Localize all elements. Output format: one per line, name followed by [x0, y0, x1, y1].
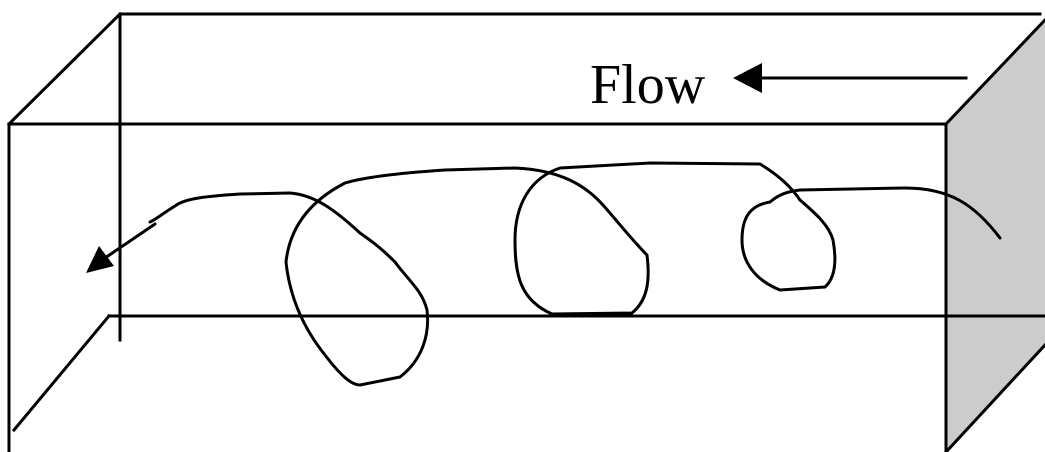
- channel-back-face: [107, 12, 1045, 342]
- channel-depth-edges: [6, 11, 1045, 452]
- channel-front-face: [7, 122, 948, 452]
- vortex-trajectory: [148, 161, 1002, 387]
- channel-end-face: [946, 20, 1045, 452]
- flow-label: Flow: [590, 54, 706, 116]
- flow-direction-arrow: [733, 63, 968, 93]
- exit-arrow: [86, 222, 157, 273]
